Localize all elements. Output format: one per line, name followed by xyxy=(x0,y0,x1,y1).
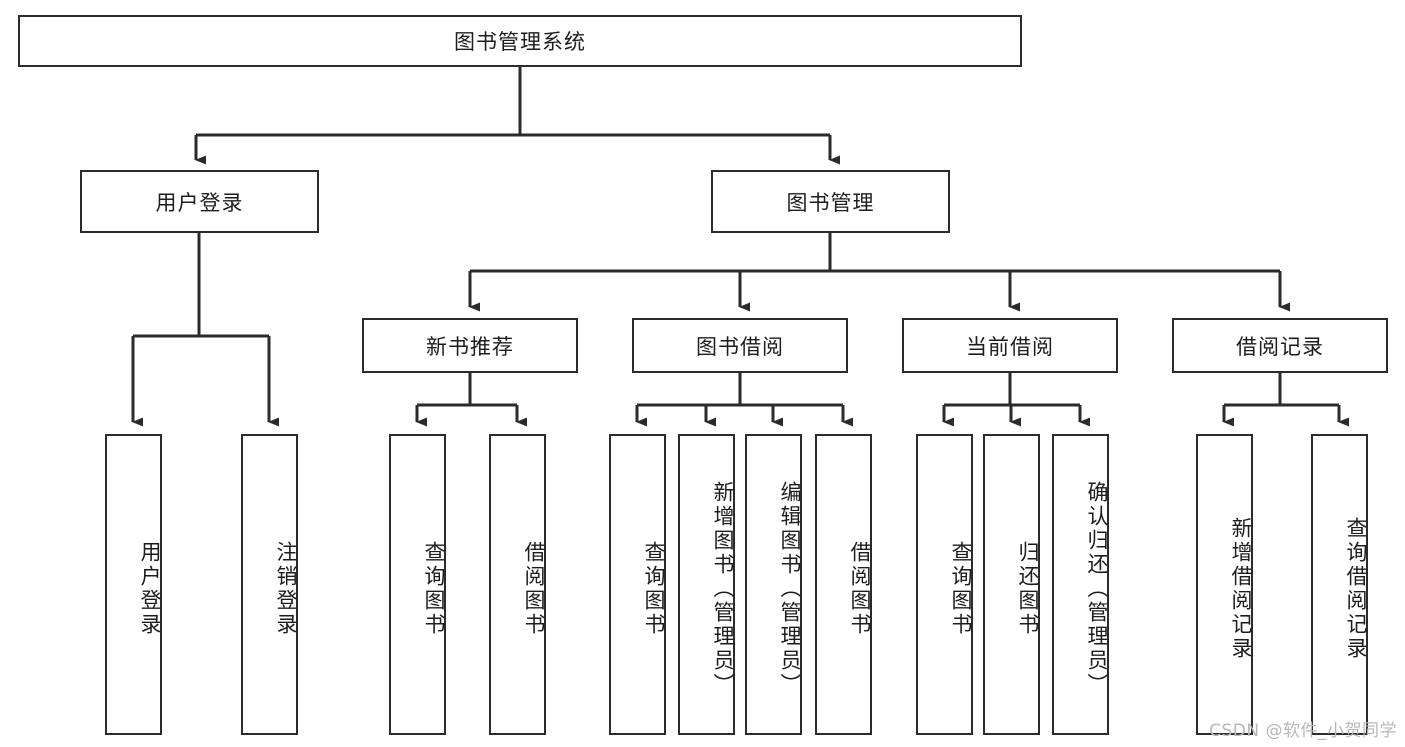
node-label: 借阅图书 xyxy=(522,540,546,637)
node-book-management[interactable]: 图书管理 xyxy=(711,170,950,233)
node-borrow-records[interactable]: 借阅记录 xyxy=(1172,318,1388,373)
node-label: 查询图书 xyxy=(949,540,973,637)
node-label: 图书管理 xyxy=(786,190,875,215)
node-label: 图书借阅 xyxy=(696,334,784,359)
leaf-user-login[interactable]: 用户登录 xyxy=(105,434,162,735)
leaf-query-book-borrow[interactable]: 查询图书 xyxy=(609,434,666,735)
node-label: 新增图书（管理员） xyxy=(711,480,735,697)
node-label: 用户登录 xyxy=(138,540,162,637)
leaf-query-book-recommend[interactable]: 查询图书 xyxy=(389,434,446,735)
node-book-borrow[interactable]: 图书借阅 xyxy=(632,318,848,373)
node-label: 当前借阅 xyxy=(966,334,1054,359)
leaf-return-book[interactable]: 归还图书 xyxy=(983,434,1040,735)
leaf-logout[interactable]: 注销登录 xyxy=(241,434,298,735)
node-new-book-recommend[interactable]: 新书推荐 xyxy=(362,318,578,373)
node-label: 用户登录 xyxy=(155,190,244,215)
node-label: 借阅记录 xyxy=(1236,334,1324,359)
csdn-watermark: CSDN @软件_小贺同学 xyxy=(1209,721,1397,741)
leaf-query-borrow-record[interactable]: 查询借阅记录 xyxy=(1311,434,1368,735)
leaf-query-book-current[interactable]: 查询图书 xyxy=(916,434,973,735)
leaf-add-borrow-record[interactable]: 新增借阅记录 xyxy=(1196,434,1253,735)
node-label: 新增借阅记录 xyxy=(1229,516,1253,661)
node-label: 图书管理系统 xyxy=(454,30,586,54)
node-label: 查询图书 xyxy=(422,540,446,637)
node-label: 确认归还（管理员） xyxy=(1085,480,1109,697)
node-label: 归还图书 xyxy=(1016,540,1040,637)
leaf-edit-book-admin[interactable]: 编辑图书（管理员） xyxy=(745,434,802,735)
node-label: 编辑图书（管理员） xyxy=(778,480,802,697)
node-label: 查询图书 xyxy=(642,540,666,637)
node-label: 新书推荐 xyxy=(426,334,514,359)
leaf-borrow-book-recommend[interactable]: 借阅图书 xyxy=(489,434,546,735)
node-user-login[interactable]: 用户登录 xyxy=(80,170,319,233)
node-label: 查询借阅记录 xyxy=(1344,516,1368,661)
leaf-borrow-book[interactable]: 借阅图书 xyxy=(815,434,872,735)
node-label: 借阅图书 xyxy=(848,540,872,637)
node-label: 注销登录 xyxy=(274,540,298,637)
leaf-add-book-admin[interactable]: 新增图书（管理员） xyxy=(678,434,735,735)
leaf-confirm-return-admin[interactable]: 确认归还（管理员） xyxy=(1052,434,1109,735)
node-root-system[interactable]: 图书管理系统 xyxy=(18,15,1022,67)
node-current-borrow[interactable]: 当前借阅 xyxy=(902,318,1118,373)
